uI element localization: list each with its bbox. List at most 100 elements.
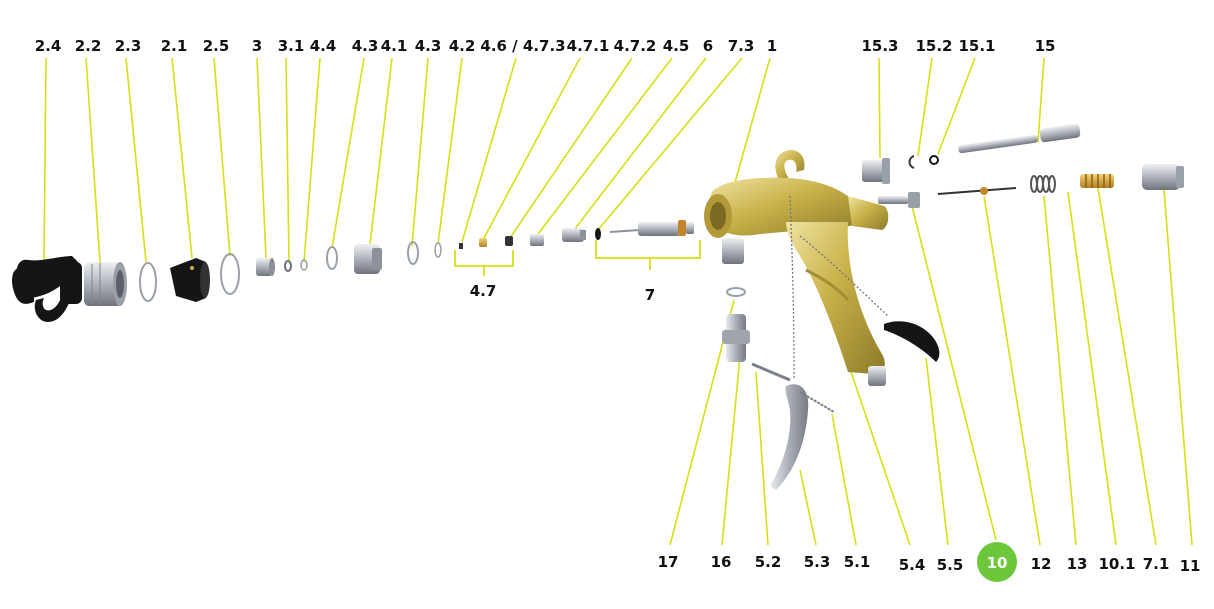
label-7[interactable]: 7 <box>645 286 655 304</box>
pin-icon <box>459 243 463 249</box>
label-4-2[interactable]: 4.2 <box>449 37 476 55</box>
label-10[interactable]: 10 <box>987 554 1008 572</box>
label-2-1[interactable]: 2.1 <box>161 37 188 55</box>
o-ring-4-3-icon <box>326 246 338 270</box>
lower-parts <box>722 287 835 490</box>
spray-gun-body-icon <box>704 150 940 386</box>
label-15-3[interactable]: 15.3 <box>861 37 898 55</box>
leader-2-3 <box>125 57 147 263</box>
label-15[interactable]: 15 <box>1035 37 1056 55</box>
label-4-7-1[interactable]: 4.7.1 <box>567 37 610 55</box>
part-labels: 2.4 2.2 2.3 2.1 2.5 3 3.1 4.4 4.3 4.1 4.… <box>35 37 1201 575</box>
leader-5-2 <box>755 371 769 546</box>
leader-15 <box>1037 57 1045 143</box>
leader-4-3b <box>411 57 429 247</box>
leader-4-4 <box>303 57 321 263</box>
leader-4-7-1 <box>483 57 581 239</box>
needle-assembly-icon <box>609 220 694 236</box>
label-4-6[interactable]: 4.6 / 4.7.3 <box>480 37 565 55</box>
label-11[interactable]: 11 <box>1180 557 1201 575</box>
leader-3 <box>256 57 267 259</box>
leader-lines <box>43 57 1193 546</box>
valve-seat-icon <box>530 234 544 246</box>
leader-11 <box>1163 189 1193 546</box>
adjuster-housing-icon <box>862 158 890 184</box>
washer-icon <box>300 259 308 271</box>
label-7-3[interactable]: 7.3 <box>728 37 755 55</box>
needle-icon <box>937 187 1017 195</box>
small-seal-icon <box>284 260 292 272</box>
label-2-2[interactable]: 2.2 <box>75 37 102 55</box>
label-17[interactable]: 17 <box>658 553 679 571</box>
leader-5-3 <box>799 469 817 546</box>
fitting-icon <box>354 244 382 274</box>
seal-4-2-icon <box>434 242 442 258</box>
leader-4-3a <box>331 57 365 249</box>
leader-13 <box>1043 195 1077 546</box>
leader-2-2 <box>85 57 101 263</box>
label-5-3[interactable]: 5.3 <box>804 553 831 571</box>
label-2-3[interactable]: 2.3 <box>115 37 142 55</box>
air-cap-icon <box>170 258 210 302</box>
leader-15-1 <box>937 57 976 155</box>
label-5-4[interactable]: 5.4 <box>899 556 926 574</box>
brass-spring-icon <box>1080 174 1114 188</box>
label-2-5[interactable]: 2.5 <box>203 37 230 55</box>
leader-4-2 <box>437 57 463 245</box>
label-5-5[interactable]: 5.5 <box>937 556 964 574</box>
label-4-3b[interactable]: 4.3 <box>415 37 442 55</box>
leader-4-5 <box>537 57 673 235</box>
leader-15-3 <box>878 57 881 159</box>
label-15-2[interactable]: 15.2 <box>915 37 952 55</box>
leader-10 <box>911 205 997 541</box>
leader-10-1 <box>1067 191 1117 546</box>
label-12[interactable]: 12 <box>1031 555 1052 573</box>
leader-15-2 <box>917 57 933 157</box>
leader-2-1 <box>171 57 193 259</box>
label-6[interactable]: 6 <box>703 37 713 55</box>
label-5-2[interactable]: 5.2 <box>755 553 782 571</box>
label-15-1[interactable]: 15.1 <box>958 37 995 55</box>
leader-4-7-2 <box>509 57 633 239</box>
spindle-icon <box>958 123 1081 154</box>
label-2-4[interactable]: 2.4 <box>35 37 62 55</box>
nozzle-assembly <box>12 220 694 322</box>
label-4-7-2[interactable]: 4.7.2 <box>614 37 657 55</box>
o-ring-4-3b-icon <box>407 241 419 265</box>
label-4-4[interactable]: 4.4 <box>310 37 337 55</box>
spring-icon <box>1030 175 1056 193</box>
end-cap-icon <box>1142 164 1184 190</box>
label-16[interactable]: 16 <box>711 553 732 571</box>
o-ring-15-1-icon <box>929 155 939 165</box>
label-4-7[interactable]: 4.7 <box>470 282 497 300</box>
label-13[interactable]: 13 <box>1067 555 1088 573</box>
label-4-3a[interactable]: 4.3 <box>352 37 379 55</box>
trigger-icon <box>770 384 809 490</box>
leader-5-1 <box>831 413 857 546</box>
label-4-5[interactable]: 4.5 <box>663 37 690 55</box>
nozzle-tip-icon <box>256 258 275 276</box>
screw-icon <box>751 362 791 382</box>
seal-7-3-icon <box>595 228 601 240</box>
o-ring-icon <box>139 262 157 302</box>
leader-5-5 <box>925 357 949 546</box>
leader-12 <box>983 195 1041 546</box>
retaining-nut-icon <box>84 262 127 306</box>
label-7-1[interactable]: 7.1 <box>1143 555 1170 573</box>
inlet-fitting-icon <box>722 314 750 362</box>
label-4-1[interactable]: 4.1 <box>381 37 408 55</box>
gasket-icon <box>726 287 746 297</box>
bracket-4-7 <box>454 250 514 276</box>
leader-4-6 <box>461 57 517 243</box>
label-1[interactable]: 1 <box>767 37 777 55</box>
leader-16 <box>721 355 741 546</box>
label-3-1[interactable]: 3.1 <box>278 37 305 55</box>
leader-7-1 <box>1097 187 1157 546</box>
leader-2-4 <box>43 57 47 263</box>
label-10-1[interactable]: 10.1 <box>1098 555 1135 573</box>
label-3[interactable]: 3 <box>252 37 262 55</box>
insert-4-7-2-icon <box>505 236 513 246</box>
label-5-1[interactable]: 5.1 <box>844 553 871 571</box>
highlight-circle <box>977 542 1017 582</box>
